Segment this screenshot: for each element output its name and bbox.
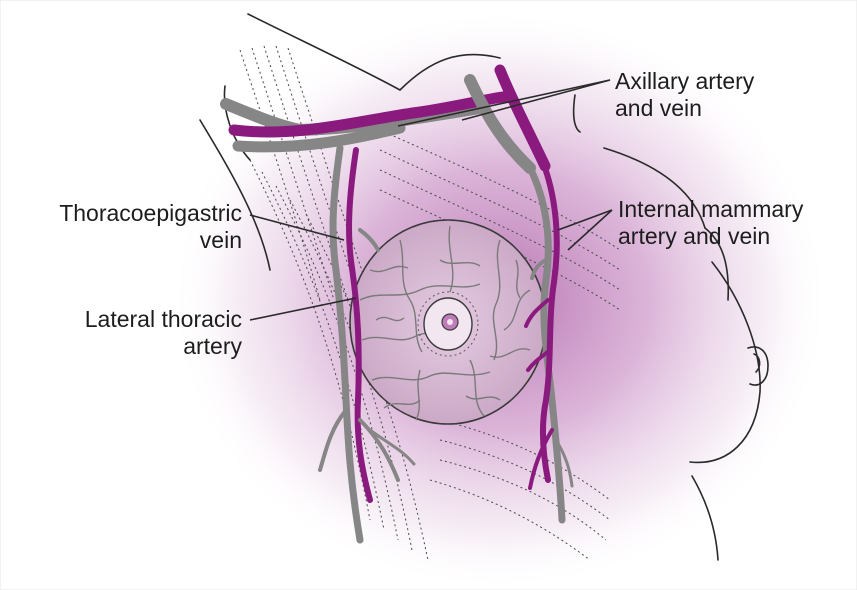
label-lateral-thoracic: Lateral thoracic artery: [4, 306, 242, 360]
label-thoraco-line1: Thoracoepigastric: [4, 200, 242, 227]
label-internal-line1: Internal mammary: [618, 196, 803, 223]
label-thoraco-line2: vein: [4, 227, 242, 254]
label-axillary: Axillary artery and vein: [615, 68, 754, 122]
label-lateral-line2: artery: [4, 333, 242, 360]
label-lateral-line1: Lateral thoracic: [4, 306, 242, 333]
label-internal-mammary: Internal mammary artery and vein: [618, 196, 803, 250]
label-internal-line2: artery and vein: [618, 223, 803, 250]
label-axillary-line2: and vein: [615, 95, 754, 122]
label-axillary-line1: Axillary artery: [615, 68, 754, 95]
label-thoracoepigastric: Thoracoepigastric vein: [4, 200, 242, 254]
